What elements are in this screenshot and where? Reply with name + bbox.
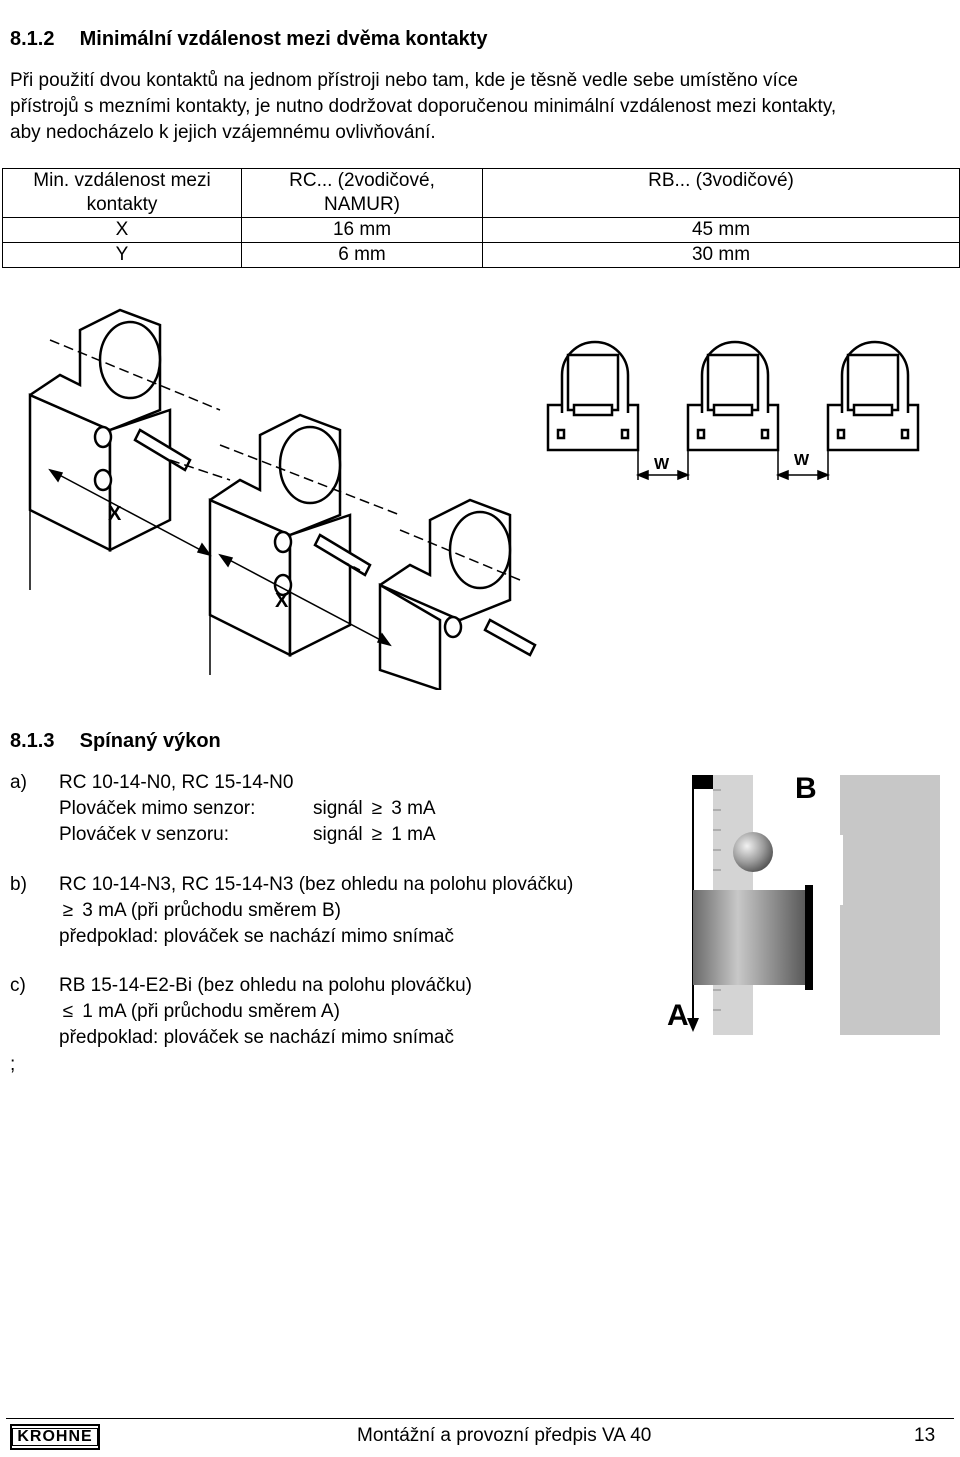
signal-value: 3 mA: [391, 798, 436, 819]
dimension-label-x2: X: [275, 590, 289, 612]
trailing-text: ;: [10, 1054, 16, 1075]
item-text: Plováček mimo senzor:: [59, 798, 256, 819]
greater-equal-symbol: ≥: [371, 824, 383, 845]
dimension-label-x1: X: [108, 503, 122, 525]
intro-paragraph: Při použití dvou kontaktů na jednom přís…: [10, 68, 955, 146]
item-text: RC 10-14-N0, RC 15-14-N0: [59, 772, 294, 793]
item-letter: c): [10, 975, 26, 996]
paragraph-line: Při použití dvou kontaktů na jednom přís…: [10, 70, 798, 91]
krohne-logo: KROHNE: [10, 1424, 100, 1450]
arrow-down-icon: [687, 1018, 699, 1032]
item-letter: a): [10, 772, 27, 793]
table-cell: Y: [2, 242, 242, 268]
less-equal-symbol: ≤: [62, 1001, 74, 1022]
item-text: předpoklad: plováček se nachází mimo sní…: [59, 1027, 454, 1048]
direction-label-b: B: [795, 772, 817, 805]
header-text: NAMUR): [324, 194, 400, 215]
footer-title: Montážní a provozní předpis VA 40: [357, 1425, 652, 1446]
table-cell: 16 mm: [241, 217, 483, 243]
table-cell: 45 mm: [482, 217, 960, 243]
greater-equal-symbol: ≥: [62, 900, 74, 921]
sensor-front-view-illustration: W W: [546, 340, 920, 481]
logo-text: KROHNE: [12, 1428, 98, 1446]
sensor-body-2: [208, 413, 372, 658]
section-title: Spínaný výkon: [79, 730, 221, 752]
sensor-cylinder: [693, 890, 805, 985]
header-text: kontakty: [86, 194, 158, 215]
section-number: 8.1.2: [10, 28, 55, 50]
header-text: RB... (3vodičové): [648, 170, 794, 191]
front-sensor-2: [686, 340, 780, 452]
section-number: 8.1.3: [10, 730, 55, 752]
item-letter: b): [10, 874, 27, 895]
dimension-label-w2: W: [794, 452, 810, 469]
direction-label-a: A: [667, 999, 689, 1032]
paragraph-line: aby nedocházelo k jejich vzájemnému ovli…: [10, 122, 436, 143]
paragraph-line: přístrojů s mezními kontakty, je nutno d…: [10, 96, 837, 117]
table-header-cell: RC... (2vodičové, NAMUR): [241, 168, 483, 218]
pointer-marker: [693, 775, 713, 789]
dimension-label-w1: W: [654, 456, 670, 473]
table-cell: 30 mm: [482, 242, 960, 268]
front-sensor-3: [826, 340, 920, 452]
sensor-body-1: [28, 308, 192, 553]
mount-plate-notch: [815, 835, 843, 905]
section-heading: 8.1.3 Spínaný výkon: [10, 730, 221, 753]
signal-label: signál: [313, 798, 363, 819]
float-switch-illustration: B A: [667, 772, 940, 1035]
section-title: Minimální vzdálenost mezi dvěma kontakty: [79, 28, 488, 50]
header-text: RC... (2vodičové,: [289, 170, 435, 191]
item-text: 3 mA (při průchodu směrem B): [82, 900, 341, 921]
item-text: RB 15-14-E2-Bi (bez ohledu na polohu plo…: [59, 975, 472, 996]
table-cell: X: [2, 217, 242, 243]
mount-plate: [840, 775, 940, 1035]
table-header-cell: RB... (3vodičové): [482, 168, 960, 218]
item-text: předpoklad: plováček se nachází mimo sní…: [59, 926, 454, 947]
header-text: Min. vzdálenost mezi: [33, 170, 211, 191]
signal-value: 1 mA: [391, 824, 436, 845]
table-row: X 16 mm 45 mm: [2, 217, 960, 243]
footer-divider: [6, 1418, 954, 1419]
table-cell: 6 mm: [241, 242, 483, 268]
table-header-row: Min. vzdálenost mezi kontakty RC... (2vo…: [2, 168, 960, 218]
greater-equal-symbol: ≥: [371, 798, 383, 819]
sensor-spacing-illustration: X X: [28, 308, 537, 690]
table-row: Y 6 mm 30 mm: [2, 242, 960, 268]
distance-table: Min. vzdálenost mezi kontakty RC... (2vo…: [2, 168, 960, 268]
signal-label: signál: [313, 824, 363, 845]
page-number: 13: [914, 1425, 936, 1446]
table-header-cell: Min. vzdálenost mezi kontakty: [2, 168, 242, 218]
front-sensor-1: [546, 340, 640, 452]
section-heading: 8.1.2 Minimální vzdálenost mezi dvěma ko…: [10, 28, 488, 51]
sensor-body-3: [378, 498, 537, 690]
item-text: 1 mA (při průchodu směrem A): [82, 1001, 340, 1022]
sensor-bracket: [805, 885, 813, 990]
float-ball: [733, 832, 773, 872]
item-text: Plováček v senzoru:: [59, 824, 230, 845]
item-text: RC 10-14-N3, RC 15-14-N3 (bez ohledu na …: [59, 874, 574, 895]
